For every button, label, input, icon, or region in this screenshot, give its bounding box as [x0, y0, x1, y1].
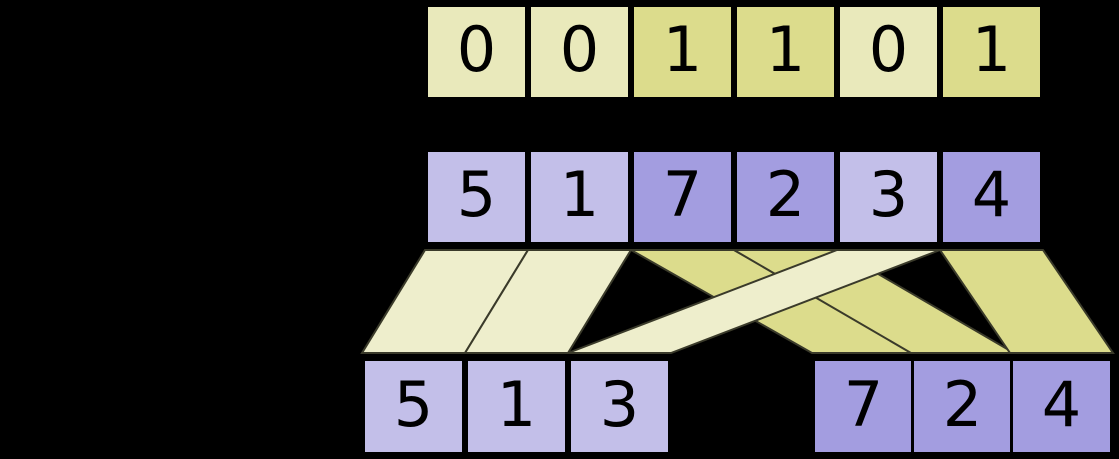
- input-cell-4: 3: [837, 149, 940, 245]
- mask-cell-0-label: 0: [456, 13, 497, 86]
- output-right-cell-0-label: 7: [843, 367, 884, 441]
- output-right-cell-1-label: 2: [942, 367, 983, 441]
- input-cell-2-label: 7: [662, 158, 703, 231]
- flow-3-band: [567, 249, 941, 354]
- mask-cell-4-label: 0: [868, 13, 909, 86]
- output-right-cell-2: 4: [1010, 358, 1113, 455]
- mask-cell-5: 1: [940, 4, 1043, 100]
- mask-cell-2: 1: [631, 4, 734, 100]
- input-cell-0-label: 5: [456, 158, 497, 231]
- input-cell-0: 5: [425, 149, 528, 245]
- input-cell-3: 2: [734, 149, 837, 245]
- mask-cell-0: 0: [425, 4, 528, 100]
- output-left-cell-0: 5: [362, 358, 465, 455]
- mask-cell-1: 0: [528, 4, 631, 100]
- output-left-cell-2-label: 3: [599, 367, 640, 441]
- mask-cell-3-label: 1: [765, 13, 806, 86]
- input-cell-5: 4: [940, 149, 1043, 245]
- output-right-cell-2-label: 4: [1041, 367, 1082, 441]
- input-cell-5-label: 4: [971, 158, 1012, 231]
- output-left-cell-1: 1: [465, 358, 568, 455]
- output-left-cell-1-label: 1: [496, 367, 537, 441]
- output-right-cell-1: 2: [911, 358, 1014, 455]
- mask-cell-1-label: 0: [559, 13, 600, 86]
- mask-cell-5-label: 1: [971, 13, 1012, 86]
- input-cell-2: 7: [631, 149, 734, 245]
- output-right-cell-0: 7: [812, 358, 915, 455]
- mask-cell-4: 0: [837, 4, 940, 100]
- input-cell-1-label: 1: [559, 158, 600, 231]
- input-cell-4-label: 3: [868, 158, 909, 231]
- flow-4-band: [938, 249, 1115, 354]
- output-left-cell-2: 3: [568, 358, 671, 455]
- mask-cell-3: 1: [734, 4, 837, 100]
- input-cell-1: 1: [528, 149, 631, 245]
- input-cell-3-label: 2: [765, 158, 806, 231]
- output-left-cell-0-label: 5: [393, 367, 434, 441]
- mask-cell-2-label: 1: [662, 13, 703, 86]
